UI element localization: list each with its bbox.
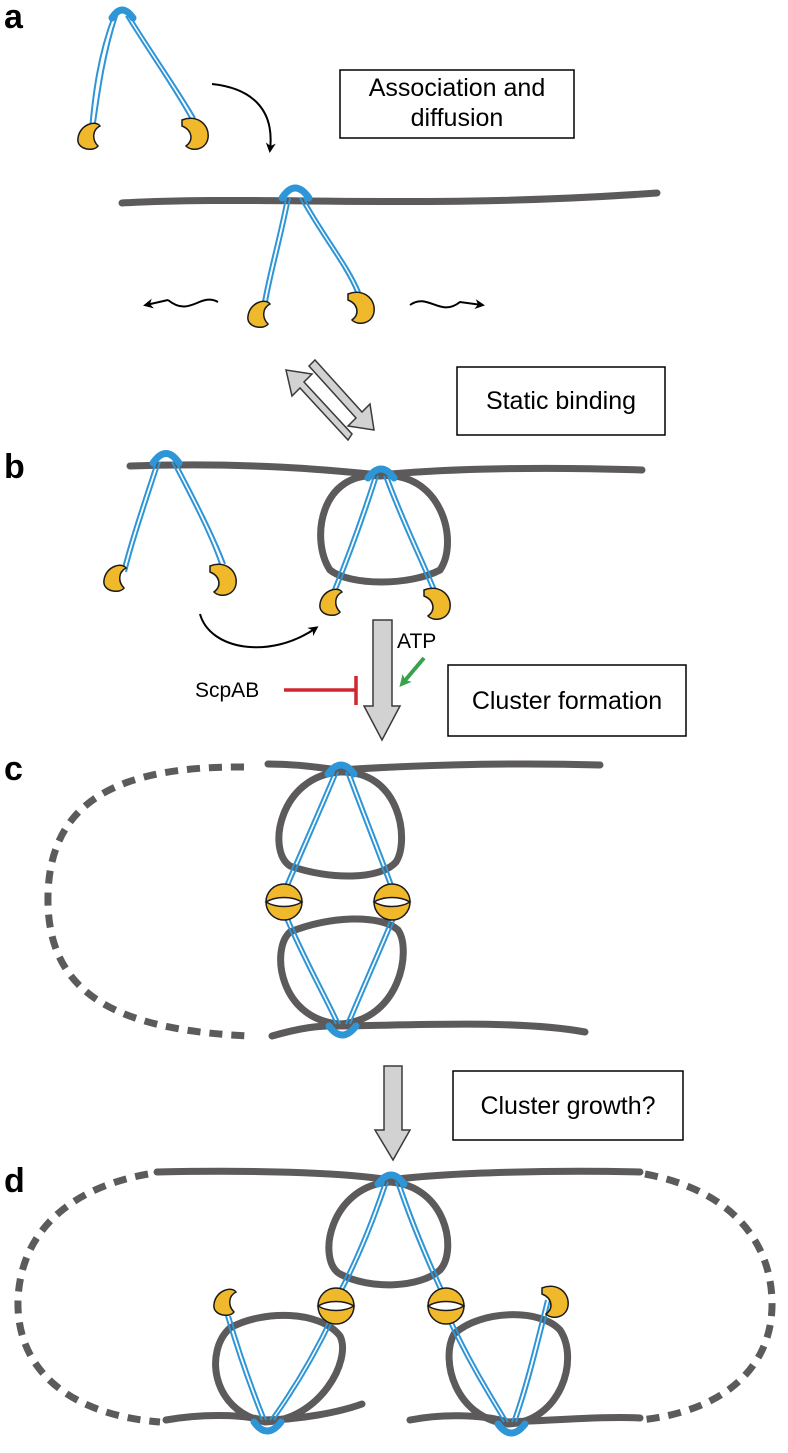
smc-head-icon	[213, 1288, 238, 1317]
atp-arrow	[399, 656, 426, 688]
dna-loop	[275, 768, 406, 880]
engaged-head-pair-icon	[316, 1287, 356, 1325]
dna-strand	[118, 189, 661, 207]
panel-letter-a: a	[4, 0, 24, 36]
smc-head-icon	[209, 563, 237, 597]
dna-loop	[317, 472, 451, 586]
dna-dashed-loop	[639, 1170, 776, 1424]
caption-box-cluster-growth: Cluster growth?	[452, 1070, 684, 1141]
caption-box-association: Association and diffusion	[339, 69, 575, 139]
panel-letter-c: c	[4, 750, 23, 788]
dna-loop	[325, 1178, 452, 1289]
panel-letter-d: d	[4, 1162, 25, 1200]
diffusion-squiggle-left	[167, 298, 219, 308]
caption-box-cluster-formation: Cluster formation	[447, 664, 687, 737]
dna-dashed-loop	[44, 763, 251, 1040]
hinge-icon	[494, 1420, 529, 1437]
dna-loop	[445, 1311, 572, 1428]
dna-loop	[277, 915, 407, 1028]
loading-arrow	[199, 613, 319, 649]
smc-cluster-d	[213, 1171, 569, 1437]
smc-head-icon	[423, 587, 451, 621]
scpab-label: ScpAB	[195, 679, 259, 702]
smc-head-icon	[103, 564, 128, 593]
engaged-head-pair-icon	[264, 883, 304, 921]
hinge-icon	[325, 1022, 360, 1039]
smc-head-icon	[347, 291, 375, 325]
smc-head-icon	[247, 300, 272, 329]
smc-head-icon	[77, 122, 102, 151]
svg-text:Cluster growth?: Cluster growth?	[480, 1092, 655, 1120]
smc-cluster-c	[264, 761, 412, 1039]
caption-box-static: Static binding	[456, 366, 666, 436]
engaged-head-pair-icon	[426, 1287, 466, 1325]
inhibition-symbol	[284, 676, 358, 705]
hinge-icon	[108, 6, 137, 22]
smc-head-icon	[181, 117, 209, 151]
hinge-icon	[374, 1171, 408, 1188]
smc-complex-free-b	[103, 450, 237, 597]
engaged-head-pair-icon	[372, 883, 412, 921]
association-arrow	[211, 83, 276, 153]
dna-dashed-loop	[14, 1170, 161, 1426]
equilibrium-arrows	[285, 358, 375, 442]
hinge-icon	[149, 450, 183, 467]
smc-head-icon	[319, 588, 344, 617]
dna-strand	[264, 760, 604, 774]
hinge-icon	[364, 465, 398, 482]
dna-loop	[212, 1311, 346, 1426]
atp-label: ATP	[397, 630, 436, 653]
cluster-growth-arrow	[373, 1065, 412, 1162]
svg-text:diffusion: diffusion	[411, 104, 504, 132]
hinge-icon	[250, 1418, 285, 1435]
diffusion-arrow-right	[409, 299, 485, 310]
svg-text:Static binding: Static binding	[486, 387, 636, 415]
svg-text:Association and: Association and	[369, 74, 546, 102]
smc-head-icon	[541, 1285, 569, 1319]
smc-complex-bound-a	[247, 184, 375, 329]
diffusion-arrow-left	[143, 298, 169, 309]
svg-text:Cluster formation: Cluster formation	[472, 687, 662, 715]
panel-letter-b: b	[4, 448, 25, 486]
smc-complex-free-a	[77, 6, 209, 151]
dna-strand	[268, 1020, 589, 1040]
hinge-icon	[278, 184, 313, 202]
hinge-icon	[324, 761, 358, 778]
smc-complex-loop-b	[319, 465, 451, 621]
cluster-formation-arrow	[362, 619, 402, 742]
